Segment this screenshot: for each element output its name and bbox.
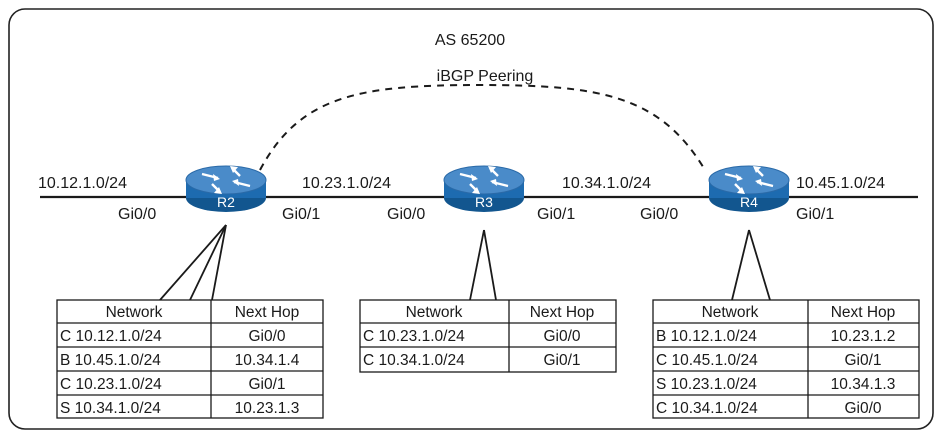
- table-cell-next-hop: 10.23.1.2: [831, 328, 896, 345]
- r3-table-callout: [469, 229, 497, 301]
- ibgp-peering-arc: [259, 83, 706, 171]
- table-cell-next-hop: Gi0/1: [844, 352, 881, 369]
- r3-routing-table: [359, 299, 617, 373]
- table-cell-network: C 10.23.1.0/24: [363, 328, 465, 345]
- r2-left-interface: Gi0/0: [118, 206, 156, 223]
- router-name: R3: [475, 194, 493, 210]
- r3-left-interface: Gi0/0: [387, 206, 425, 223]
- r2-routing-table: [56, 299, 324, 419]
- table-cell-network: C 10.12.1.0/24: [60, 328, 162, 345]
- table-cell-next-hop: Gi0/0: [248, 328, 285, 345]
- table-header-next-hop: Next Hop: [530, 304, 595, 321]
- router-name: R2: [217, 194, 235, 210]
- r4-table-callout: [731, 229, 771, 301]
- table-cell-network: C 10.34.1.0/24: [363, 352, 465, 369]
- network-label-r2-r3: 10.23.1.0/24: [302, 175, 391, 192]
- router-name: R4: [740, 194, 758, 210]
- table-cell-network: B 10.45.1.0/24: [60, 352, 161, 369]
- peering-label: iBGP Peering: [437, 68, 534, 85]
- table-cell-next-hop: 10.34.1.4: [235, 352, 300, 369]
- table-header-network: Network: [702, 304, 759, 321]
- r4-right-interface: Gi0/1: [796, 206, 834, 223]
- table-cell-network: C 10.45.1.0/24: [656, 352, 758, 369]
- as-boundary: [8, 8, 934, 430]
- table-cell-network: B 10.12.1.0/24: [656, 328, 757, 345]
- table-cell-next-hop: Gi0/0: [543, 328, 580, 345]
- r3-right-interface: Gi0/1: [537, 206, 575, 223]
- table-cell-next-hop: Gi0/1: [248, 376, 285, 393]
- table-header-next-hop: Next Hop: [235, 304, 300, 321]
- table-cell-network: C 10.34.1.0/24: [656, 400, 758, 417]
- table-cell-next-hop: Gi0/0: [844, 400, 881, 417]
- router-r2[interactable]: R2: [184, 164, 268, 214]
- table-header-network: Network: [106, 304, 163, 321]
- network-label-left: 10.12.1.0/24: [38, 175, 127, 192]
- router-r3[interactable]: R3: [442, 164, 526, 214]
- r4-routing-table: [652, 299, 920, 419]
- table-cell-next-hop: Gi0/1: [543, 352, 580, 369]
- table-cell-next-hop: 10.23.1.3: [235, 400, 300, 417]
- router-r4[interactable]: R4: [707, 164, 791, 214]
- table-header-network: Network: [406, 304, 463, 321]
- table-header-next-hop: Next Hop: [831, 304, 896, 321]
- r2-table-callout: [159, 224, 227, 301]
- r4-left-interface: Gi0/0: [640, 206, 678, 223]
- network-label-right: 10.45.1.0/24: [796, 175, 885, 192]
- table-cell-network: C 10.23.1.0/24: [60, 376, 162, 393]
- as-label: AS 65200: [435, 32, 505, 49]
- network-label-r3-r4: 10.34.1.0/24: [562, 175, 651, 192]
- table-cell-network: S 10.34.1.0/24: [60, 400, 161, 417]
- table-cell-next-hop: 10.34.1.3: [831, 376, 896, 393]
- r2-right-interface: Gi0/1: [282, 206, 320, 223]
- table-cell-network: S 10.23.1.0/24: [656, 376, 757, 393]
